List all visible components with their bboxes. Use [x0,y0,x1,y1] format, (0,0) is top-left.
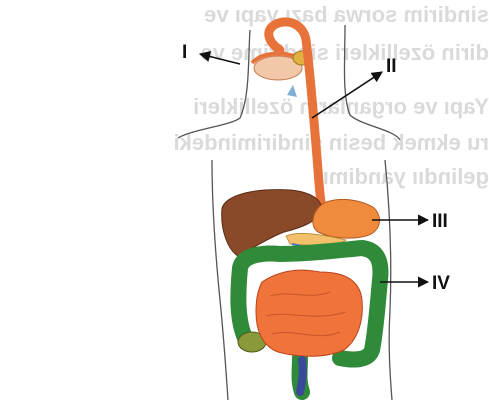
mouth-region [252,51,311,97]
stomach [313,199,380,238]
label-IV: IV [432,273,450,294]
arrow-II [312,72,382,118]
label-II: II [386,56,397,77]
label-III: III [432,211,448,232]
arrow-I [200,54,240,64]
small-intestine [256,270,362,356]
esophagus [269,22,325,218]
small-blue-detail [287,85,297,97]
rectum [300,360,303,392]
label-I: I [182,42,187,63]
